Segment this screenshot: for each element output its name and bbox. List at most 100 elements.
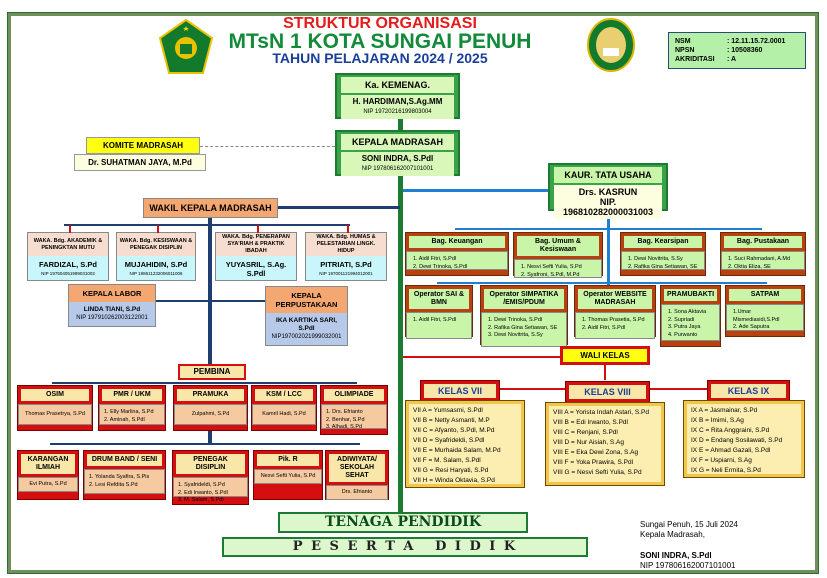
- pembina-title: ADIWIYATA/ SEKOLAH SEHAT: [329, 454, 385, 482]
- waka-body: YUYASRIL, S.Ag. S.Pdl: [216, 256, 296, 280]
- madrasah-logo: [587, 18, 635, 72]
- tu-member: 1. Aidil Fitri, S.Pdl: [413, 317, 457, 323]
- wakil-title: WAKIL KEPALA MADRASAH: [143, 198, 278, 218]
- tu-members: 1. Aidil Fitri, S.Pdl: [406, 312, 472, 339]
- pembina-box: PEMBINA: [178, 364, 246, 380]
- pembina-row2-line: [50, 443, 360, 445]
- waka-title: WAKA. Bdg. HUMAS & PELESTARIAN LINGK. HI…: [316, 234, 376, 254]
- wali-kelas-item: VIII G = Nesvi Sefti Yulia, S.Pd: [553, 469, 642, 476]
- kelas-header: KELAS VII: [420, 380, 500, 402]
- pembina-title: Pik. R: [257, 454, 319, 466]
- perpus-title: KEPALA PERPUSTAKAAN: [266, 287, 347, 313]
- pembina-member: 1. Yolanda Syafira, S.Pis: [89, 474, 150, 480]
- wali-kelas-item: IX F = Uspiarni, S.Ag: [691, 457, 752, 464]
- pembina-member: 3. M. Salam, S.Pdl: [178, 497, 224, 503]
- wali-kelas-item: VII G = Resi Haryati, S.Pd: [413, 467, 489, 474]
- waka-connector: [257, 225, 259, 233]
- pembina-title: OLIMPIADE: [324, 389, 384, 401]
- wali-connector: [403, 356, 560, 358]
- pembina-box: DRUM BAND / SENI 1. Yolanda Syafira, S.Pi…: [83, 450, 166, 500]
- pembina-member: Zulpahmi, S.Pd: [191, 410, 230, 417]
- npsn-label: NPSN: [675, 47, 695, 54]
- pembina-members: Evi Putra, S.Pd: [18, 477, 78, 492]
- pembina-member: 1. Elly Marlina, S.Pd: [104, 409, 154, 415]
- title-year: TAHUN PELAJARAN 2024 / 2025: [272, 50, 488, 66]
- waka-name: FARDIZAL, S.Pd: [39, 260, 97, 269]
- pembina-members: Kamril Hadi, S.Pd: [252, 404, 316, 425]
- pembina-title: OSIM: [21, 389, 89, 401]
- pembina-member: Nesvi Sefti Yulia, S.Pd: [260, 472, 316, 479]
- tu-member: 2. Aidil Fitri, S.Pdl: [582, 324, 626, 331]
- wali-kelas-item: VII E = Murhaida Salam, M.Pd: [413, 447, 501, 454]
- tu-member: 2. Ade Saputra: [733, 324, 770, 330]
- tu-member: 2. Supriadi: [668, 316, 695, 323]
- wali-kelas-item: IX E = Ahmad Gazali, S.Pdl: [691, 447, 771, 454]
- wali-kelas-item: VIII C = Renjani, S.Pdl: [553, 429, 618, 436]
- wali-kelas-item: IX A = Jasmainar, S.Pd: [691, 407, 758, 414]
- waka-box: WAKA. Bdg. AKADEMIK & PENINGKTAN MUTU FAR…: [27, 225, 109, 281]
- nsm-value: : 12.11.15.72.0001: [727, 38, 786, 45]
- waka-name: PITRIATI, S.Pd: [320, 260, 372, 269]
- wali-kelas-item: VIII A = Yorista Indah Astari, S.Pd: [553, 409, 649, 416]
- pembina-title: DRUM BAND / SENI: [87, 454, 162, 466]
- waka-connector: [347, 225, 349, 233]
- komite-name: Dr. SUHATMAN JAYA, M.Pd: [74, 154, 206, 171]
- pembina-title: PRAMUKA: [177, 389, 244, 401]
- tu-member: 1. Nesvi Sefti Yulia, S.Pd: [521, 264, 582, 270]
- tu-title: Operator SIMPATIKA /EMIS/PDUM: [484, 289, 564, 309]
- wakil-connector: [278, 206, 400, 209]
- waka-title: WAKA. Bdg. AKADEMIK & PENINGKTAN MUTU: [33, 237, 103, 251]
- pembina-row1-line: [52, 382, 357, 384]
- kelas-header: KELAS VIII: [565, 381, 650, 403]
- tu-title: Operator SAI & BMN: [409, 289, 469, 309]
- kaur-title: KAUR. TATA USAHA: [554, 167, 662, 183]
- waka-box: WAKA. Bdg. HUMAS & PELESTARIAN LINGK. HI…: [305, 225, 387, 281]
- kelas-title: KELAS IX: [711, 384, 786, 398]
- chart-frame: [7, 12, 819, 574]
- wali-kelas-item: VIII D = Nur Aisiah, S.Ag: [553, 439, 624, 446]
- kaur-nip: NIP. 196810282000031003: [562, 197, 654, 217]
- pembina-member: 1. Syafrideldi, S.Pd: [178, 482, 225, 488]
- perpus-nip: NIP197002021999032001: [271, 334, 342, 340]
- tu-member: 1. Dewi Novitrita, S.Sy: [628, 256, 683, 262]
- pembina-member: Kamril Hadi, S.Pd: [262, 410, 306, 417]
- kelas-box: IX A = Jasmainar, S.Pd IX B = Imimi, S.Ag…: [683, 400, 805, 478]
- pembina-member: Evi Putra, S.Pd: [29, 480, 67, 487]
- signature-nip: NIP 197806162007101001: [640, 561, 736, 570]
- title-school: MTsN 1 KOTA SUNGAI PENUH: [228, 30, 532, 53]
- waka-nip: NIP 198611232006011006: [129, 271, 183, 276]
- tu-connector: [403, 189, 548, 192]
- pembina-member: 2. Aminah, S.Pdl: [104, 416, 145, 423]
- akreditasi-value: : A: [727, 56, 737, 63]
- perpus-box: KEPALA PERPUSTAKAAN IKA KARTIKA SARI, S.…: [265, 286, 348, 346]
- tu-member: 3. Putra Jaya: [668, 324, 701, 330]
- wali-kelas-item: VII A = Yumsasmi, S.Pdl: [413, 407, 483, 414]
- wakil-vertical-line: [208, 218, 212, 368]
- wali-kelas-item: VIII F = Yoka Prawira, S.Pdl: [553, 459, 634, 466]
- signature-block: Sungai Penuh, 15 Juli 2024 Kepala Madras…: [640, 520, 738, 571]
- tu-member: 2. Dewi Trinoka, S.Pdl: [413, 263, 468, 270]
- main-vertical-line: [398, 118, 403, 513]
- wali-kelas-item: IX D = Endang Sosilawati, S.Pd: [691, 437, 783, 444]
- wali-kelas-item: IX B = Imimi, S.Ag: [691, 417, 744, 424]
- tu-member: 4. Purwanto: [668, 331, 698, 338]
